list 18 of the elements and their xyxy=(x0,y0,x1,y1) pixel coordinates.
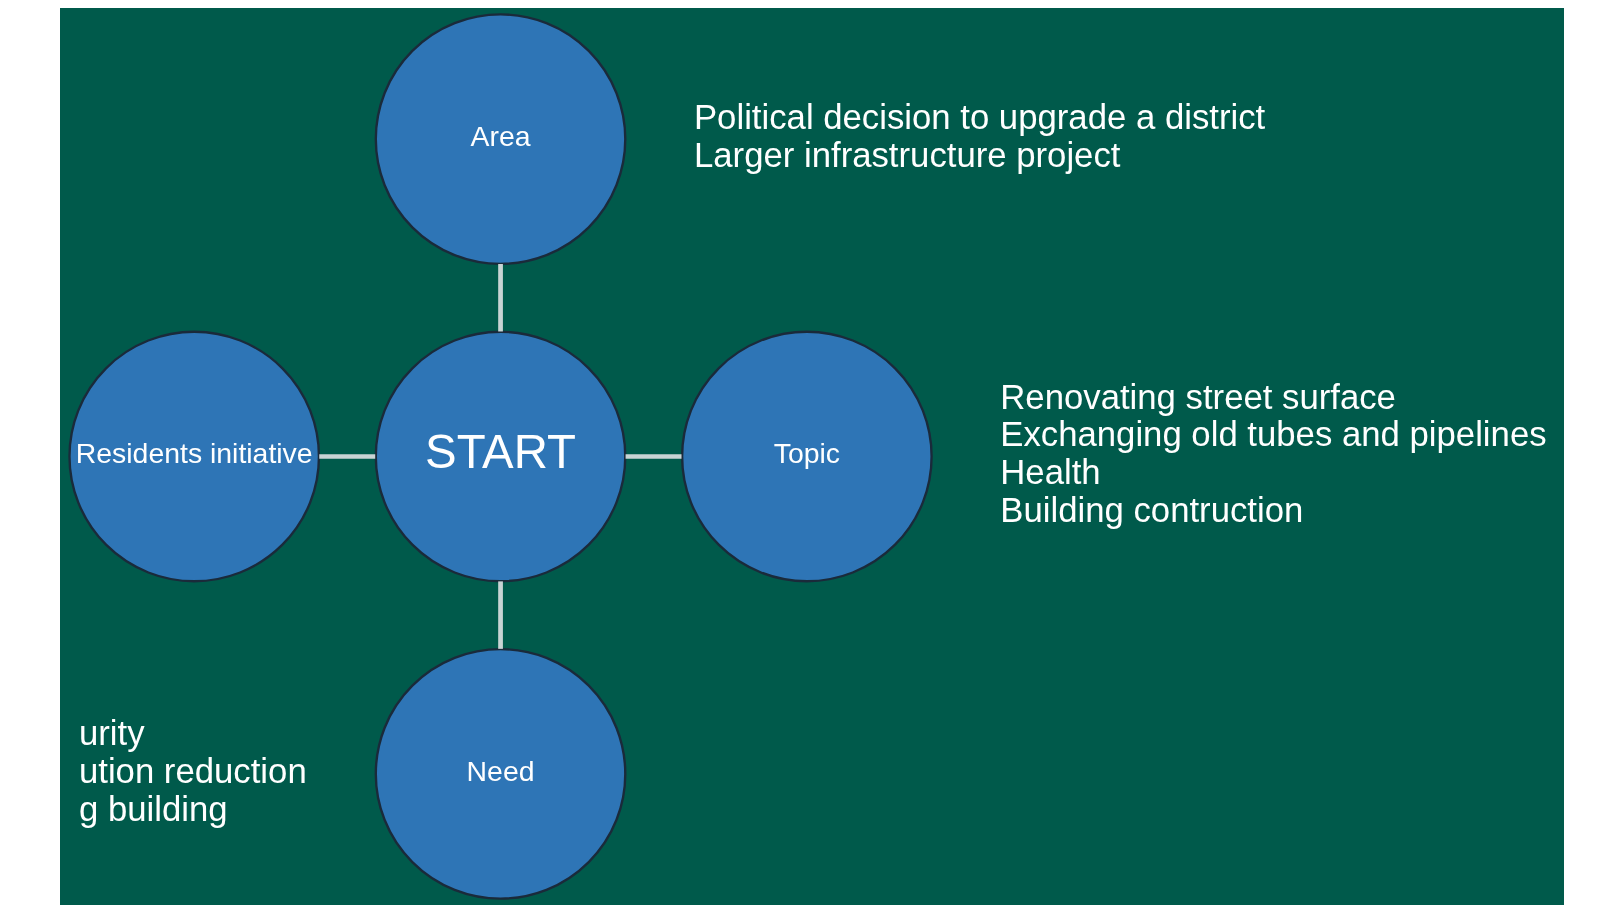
node-label: Building contruction xyxy=(999,491,1303,530)
connector xyxy=(318,454,375,459)
connector xyxy=(625,454,682,459)
node-circle: Need xyxy=(374,647,626,900)
node-label: g building xyxy=(78,789,228,828)
node-label: Renovating street surface xyxy=(999,377,1396,416)
node-circle: Area xyxy=(374,13,626,266)
node-circle: Residents initiative xyxy=(67,330,320,583)
node-circle: Topic xyxy=(680,330,933,583)
node-label: Political decision to upgrade a district xyxy=(693,98,1265,137)
node-circle: START xyxy=(374,330,626,583)
node-label: urity xyxy=(78,713,145,752)
node-label: Exchanging old tubes and pipelines xyxy=(999,415,1547,454)
node-label: Health xyxy=(999,453,1101,492)
node-label: ution reduction xyxy=(78,751,307,790)
connector xyxy=(497,581,503,649)
node-label: Larger infrastructure project xyxy=(693,135,1120,174)
connector xyxy=(497,264,503,332)
